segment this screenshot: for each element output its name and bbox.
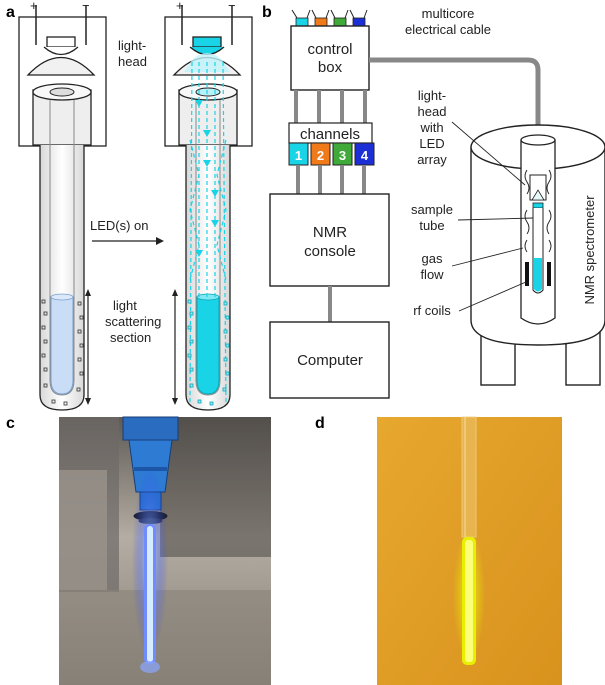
control-box bbox=[290, 25, 370, 91]
sample-tube-label-2: tube bbox=[419, 218, 444, 233]
control-box-label-line1: control bbox=[307, 41, 352, 58]
nmr-spectrometer: NMR spectrometer bbox=[470, 124, 605, 386]
rf-coil-left bbox=[525, 262, 529, 286]
channel-2-label: 2 bbox=[317, 148, 324, 163]
sample-liquid-on bbox=[196, 296, 220, 395]
lh-label-3: with bbox=[419, 120, 443, 135]
led-on-label: LED(s) on bbox=[90, 218, 149, 233]
light-head-on: + − bbox=[164, 0, 253, 411]
light-ray-arrowheads bbox=[195, 100, 219, 257]
sample-tube-label-1: sample bbox=[411, 202, 453, 217]
plus-terminal-off: + bbox=[30, 0, 38, 13]
light-rays bbox=[189, 61, 227, 406]
scatter-label-line1: light bbox=[113, 298, 137, 313]
spectrometer-label: NMR spectrometer bbox=[582, 195, 597, 305]
plus-terminal-on: + bbox=[176, 0, 184, 13]
photo-d bbox=[377, 416, 562, 685]
probe-sample-liquid bbox=[534, 258, 542, 292]
minus-terminal-off: − bbox=[82, 0, 90, 13]
panel-label-d: d bbox=[315, 415, 325, 432]
control-channel-wires bbox=[294, 90, 367, 124]
nmr-console-label-line1: NMR bbox=[313, 224, 347, 241]
multicore-cable bbox=[369, 57, 541, 140]
channel-buttons: 1 2 3 4 bbox=[288, 142, 375, 166]
gas-flow-lines bbox=[524, 169, 552, 253]
light-head-off: + − bbox=[18, 0, 107, 411]
computer-label: Computer bbox=[297, 352, 363, 369]
dome-lens-off bbox=[26, 56, 96, 76]
nmr-console bbox=[269, 193, 390, 287]
gas-flow-label-2: flow bbox=[420, 267, 444, 282]
scatter-label-line2: scattering bbox=[105, 314, 161, 329]
control-box-label-line2: box bbox=[318, 59, 343, 76]
channels-title: channels bbox=[300, 126, 360, 143]
scattering-dots-off bbox=[41, 299, 84, 406]
light-head-label-line1: light- bbox=[118, 38, 146, 53]
panel-label-c: c bbox=[6, 415, 15, 432]
nmr-console-label-line2: console bbox=[304, 243, 356, 260]
panel-a: a + − li bbox=[6, 0, 253, 411]
lh-label-5: array bbox=[417, 152, 447, 167]
rf-coils-label: rf coils bbox=[413, 303, 451, 318]
channel-1-label: 1 bbox=[295, 148, 302, 163]
led-connectors bbox=[291, 9, 368, 27]
lh-label-2: head bbox=[418, 104, 447, 119]
lh-label-4: LED bbox=[419, 136, 444, 151]
lh-label-1: light- bbox=[418, 88, 446, 103]
led-off bbox=[46, 36, 76, 48]
scattering-dots-on bbox=[187, 299, 230, 406]
gas-flow-label-1: gas bbox=[422, 251, 443, 266]
panel-d: d bbox=[315, 415, 562, 685]
photo-c bbox=[59, 416, 271, 685]
rf-coil-right bbox=[547, 262, 551, 286]
minus-terminal-on: − bbox=[228, 0, 236, 13]
sample-liquid-off bbox=[50, 296, 74, 395]
led-on bbox=[192, 36, 222, 48]
panel-b: b control box multicore electrical cable bbox=[262, 4, 605, 399]
cable-label-line1: multicore bbox=[422, 6, 475, 21]
channel-3-label: 3 bbox=[339, 148, 346, 163]
computer bbox=[269, 321, 390, 399]
panel-c: c bbox=[6, 415, 271, 685]
scatter-label-line3: section bbox=[110, 330, 151, 345]
panel-label-a: a bbox=[6, 4, 15, 21]
light-head-label-line2: head bbox=[118, 54, 147, 69]
channel-console-wires bbox=[296, 165, 366, 194]
panel-label-b: b bbox=[262, 4, 272, 21]
channel-4-label: 4 bbox=[361, 148, 369, 163]
cable-label-line2: electrical cable bbox=[405, 22, 491, 37]
